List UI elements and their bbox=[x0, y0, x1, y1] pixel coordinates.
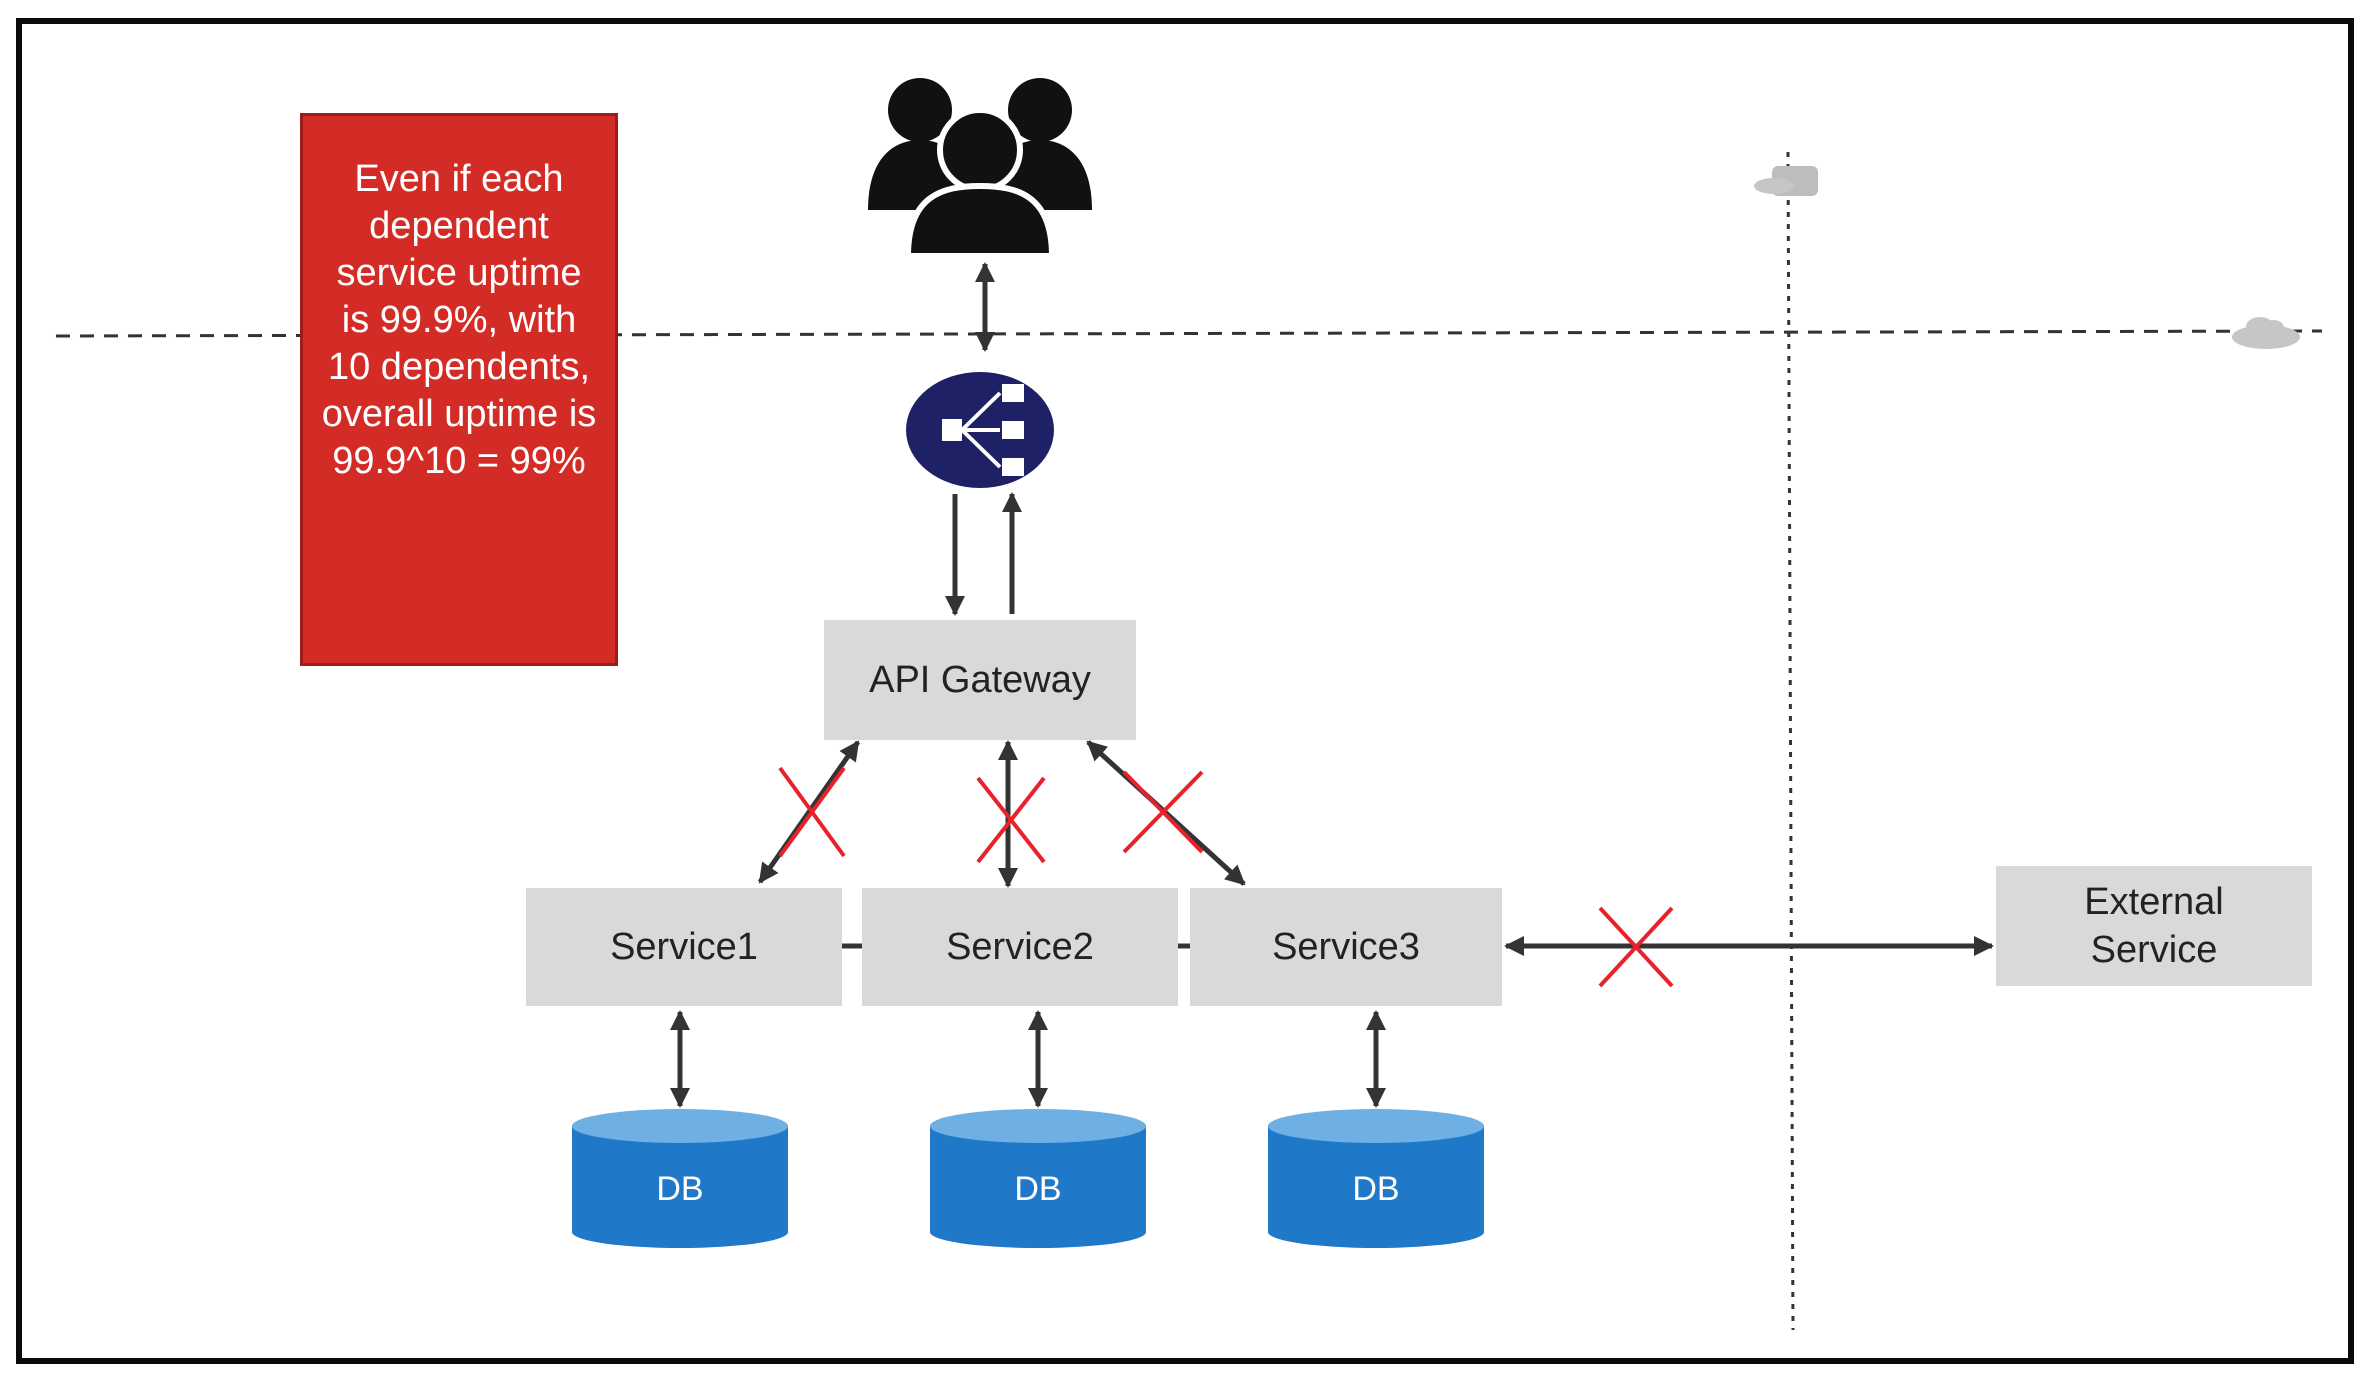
red-x-icon bbox=[778, 766, 846, 858]
api-gateway-box: API Gateway bbox=[824, 620, 1136, 740]
external-service-label: External Service bbox=[2084, 881, 2224, 971]
cloud-icon bbox=[1754, 166, 1818, 196]
red-x-icon bbox=[1598, 906, 1674, 988]
api-gateway-label: API Gateway bbox=[869, 659, 1091, 701]
load-balancer-icon bbox=[906, 372, 1054, 488]
red-x-icon bbox=[976, 776, 1046, 864]
db-cylinder bbox=[1268, 1109, 1484, 1248]
db-label: DB bbox=[1014, 1170, 1062, 1208]
db-cylinder bbox=[930, 1109, 1146, 1248]
service3-box: Service3 bbox=[1190, 888, 1502, 1006]
cloud-icon bbox=[2232, 317, 2300, 349]
service1-label: Service1 bbox=[610, 926, 758, 968]
diagram-frame bbox=[16, 18, 2354, 1364]
service1-box: Service1 bbox=[526, 888, 842, 1006]
uptime-note: Even if each dependent service uptime is… bbox=[300, 113, 618, 666]
db-cylinder bbox=[572, 1109, 788, 1248]
service3-label: Service3 bbox=[1272, 926, 1420, 968]
db-label: DB bbox=[656, 1170, 704, 1208]
uptime-note-text: Even if each dependent service uptime is… bbox=[321, 158, 597, 482]
users-group-icon bbox=[868, 78, 1092, 259]
external-service-box: External Service bbox=[1996, 866, 2312, 986]
network-boundary-horizontal bbox=[55, 329, 2323, 338]
network-boundary-vertical bbox=[1786, 151, 1795, 1331]
red-x-icon bbox=[1122, 770, 1204, 854]
arrow-gateway-service1 bbox=[757, 740, 861, 884]
service2-label: Service2 bbox=[946, 926, 1094, 968]
db-label: DB bbox=[1352, 1170, 1400, 1208]
service2-box: Service2 bbox=[862, 888, 1178, 1006]
